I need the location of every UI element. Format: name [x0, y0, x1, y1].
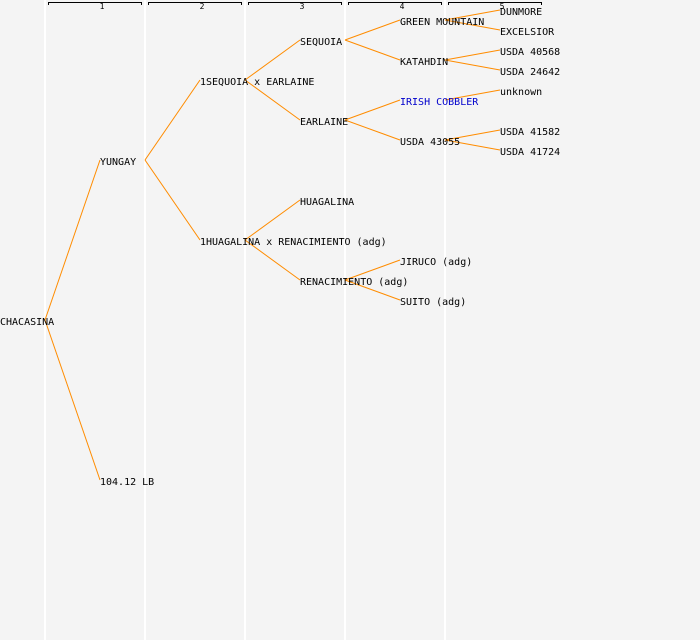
column-separators [44, 0, 446, 640]
node-yungay[interactable]: YUNGAY [100, 157, 136, 168]
generation-label-3: 3 [300, 2, 305, 11]
node-usda-24642[interactable]: USDA 24642 [500, 67, 560, 78]
node-chacasina[interactable]: CHACASINA [0, 317, 54, 328]
pedigree-nodes: CHACASINA YUNGAY 104.12 LB 1SEQUOIA x EA… [0, 7, 560, 488]
node-usda-43055[interactable]: USDA 43055 [400, 137, 460, 148]
node-usda-41724[interactable]: USDA 41724 [500, 147, 560, 158]
node-sequoia-x-earlaine[interactable]: 1SEQUOIA x EARLAINE [200, 77, 314, 88]
node-huagalina-x-renacimiento[interactable]: 1HUAGALINA x RENACIMIENTO (adg) [200, 237, 387, 248]
node-jiruco[interactable]: JIRUCO (adg) [400, 257, 472, 268]
generation-label-1: 1 [100, 2, 105, 11]
node-usda-40568[interactable]: USDA 40568 [500, 47, 560, 58]
node-suito[interactable]: SUITO (adg) [400, 297, 466, 308]
node-excelsior[interactable]: EXCELSIOR [500, 27, 555, 38]
node-renacimiento[interactable]: RENACIMIENTO (adg) [300, 277, 408, 288]
node-usda-41582[interactable]: USDA 41582 [500, 127, 560, 138]
generation-label-5: 5 [500, 2, 505, 11]
node-earlaine[interactable]: EARLAINE [300, 117, 348, 128]
pedigree-edges [44, 9, 501, 481]
generation-label-2: 2 [200, 2, 205, 11]
node-green-mountain[interactable]: GREEN MOUNTAIN [400, 17, 484, 28]
generation-header: 1 2 3 4 5 [48, 2, 542, 11]
node-irish-cobbler-link[interactable]: IRISH COBBLER [400, 97, 479, 108]
node-huagalina[interactable]: HUAGALINA [300, 197, 354, 208]
node-dunmore[interactable]: DUNMORE [500, 7, 542, 18]
node-katahdin[interactable]: KATAHDIN [400, 57, 448, 68]
node-weight-lb[interactable]: 104.12 LB [100, 477, 154, 488]
generation-label-4: 4 [400, 2, 405, 11]
node-sequoia[interactable]: SEQUOIA [300, 37, 342, 48]
node-unknown[interactable]: unknown [500, 87, 542, 98]
